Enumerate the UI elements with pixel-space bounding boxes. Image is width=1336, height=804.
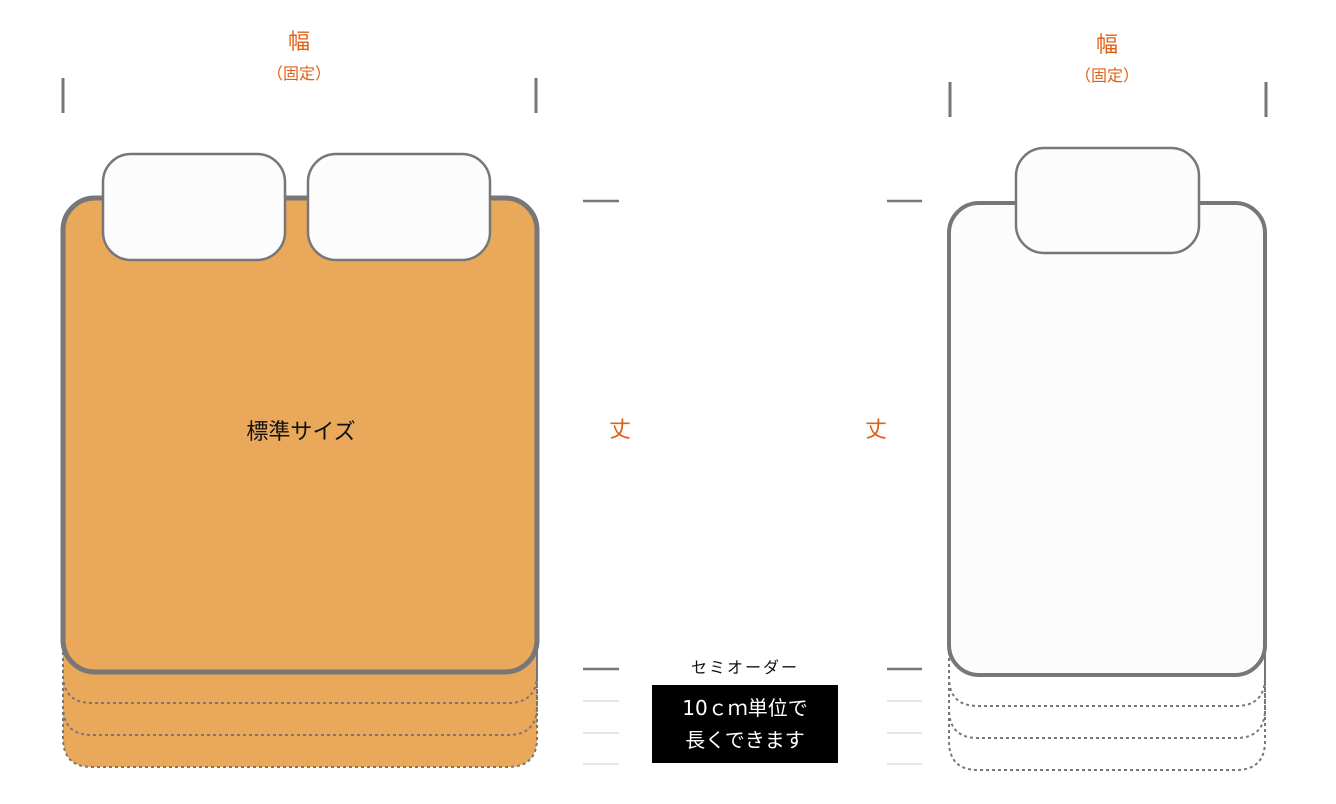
width-label-2: 幅 [1095,33,1119,58]
standard-size-label: 標準サイズ [246,420,356,445]
single-mattress [947,201,1267,677]
standard-mattress [60,195,540,675]
pillow-single [1014,146,1201,255]
extension-2 [62,640,538,736]
length-ticks-left [583,199,619,765]
width-note-2: （固定） [1074,66,1140,85]
width-label: 幅 [287,30,311,55]
width-note: （固定） [266,64,332,83]
pillow-right [306,152,492,262]
length-label-left: 丈 [608,418,632,443]
semi-order-title: セミオーダー [690,658,800,677]
semi-order-note-box: 10ｃｍ単位で 長くできます [652,685,838,763]
length-ticks-right [887,199,922,765]
length-label-right: 丈 [864,418,888,443]
semi-order-line1: 10ｃｍ単位で [682,696,808,720]
extension-1 [62,640,538,704]
semi-order-line2: 長くできます [685,728,805,752]
pillow-left [101,152,287,262]
right-extension-segments [948,640,1266,771]
